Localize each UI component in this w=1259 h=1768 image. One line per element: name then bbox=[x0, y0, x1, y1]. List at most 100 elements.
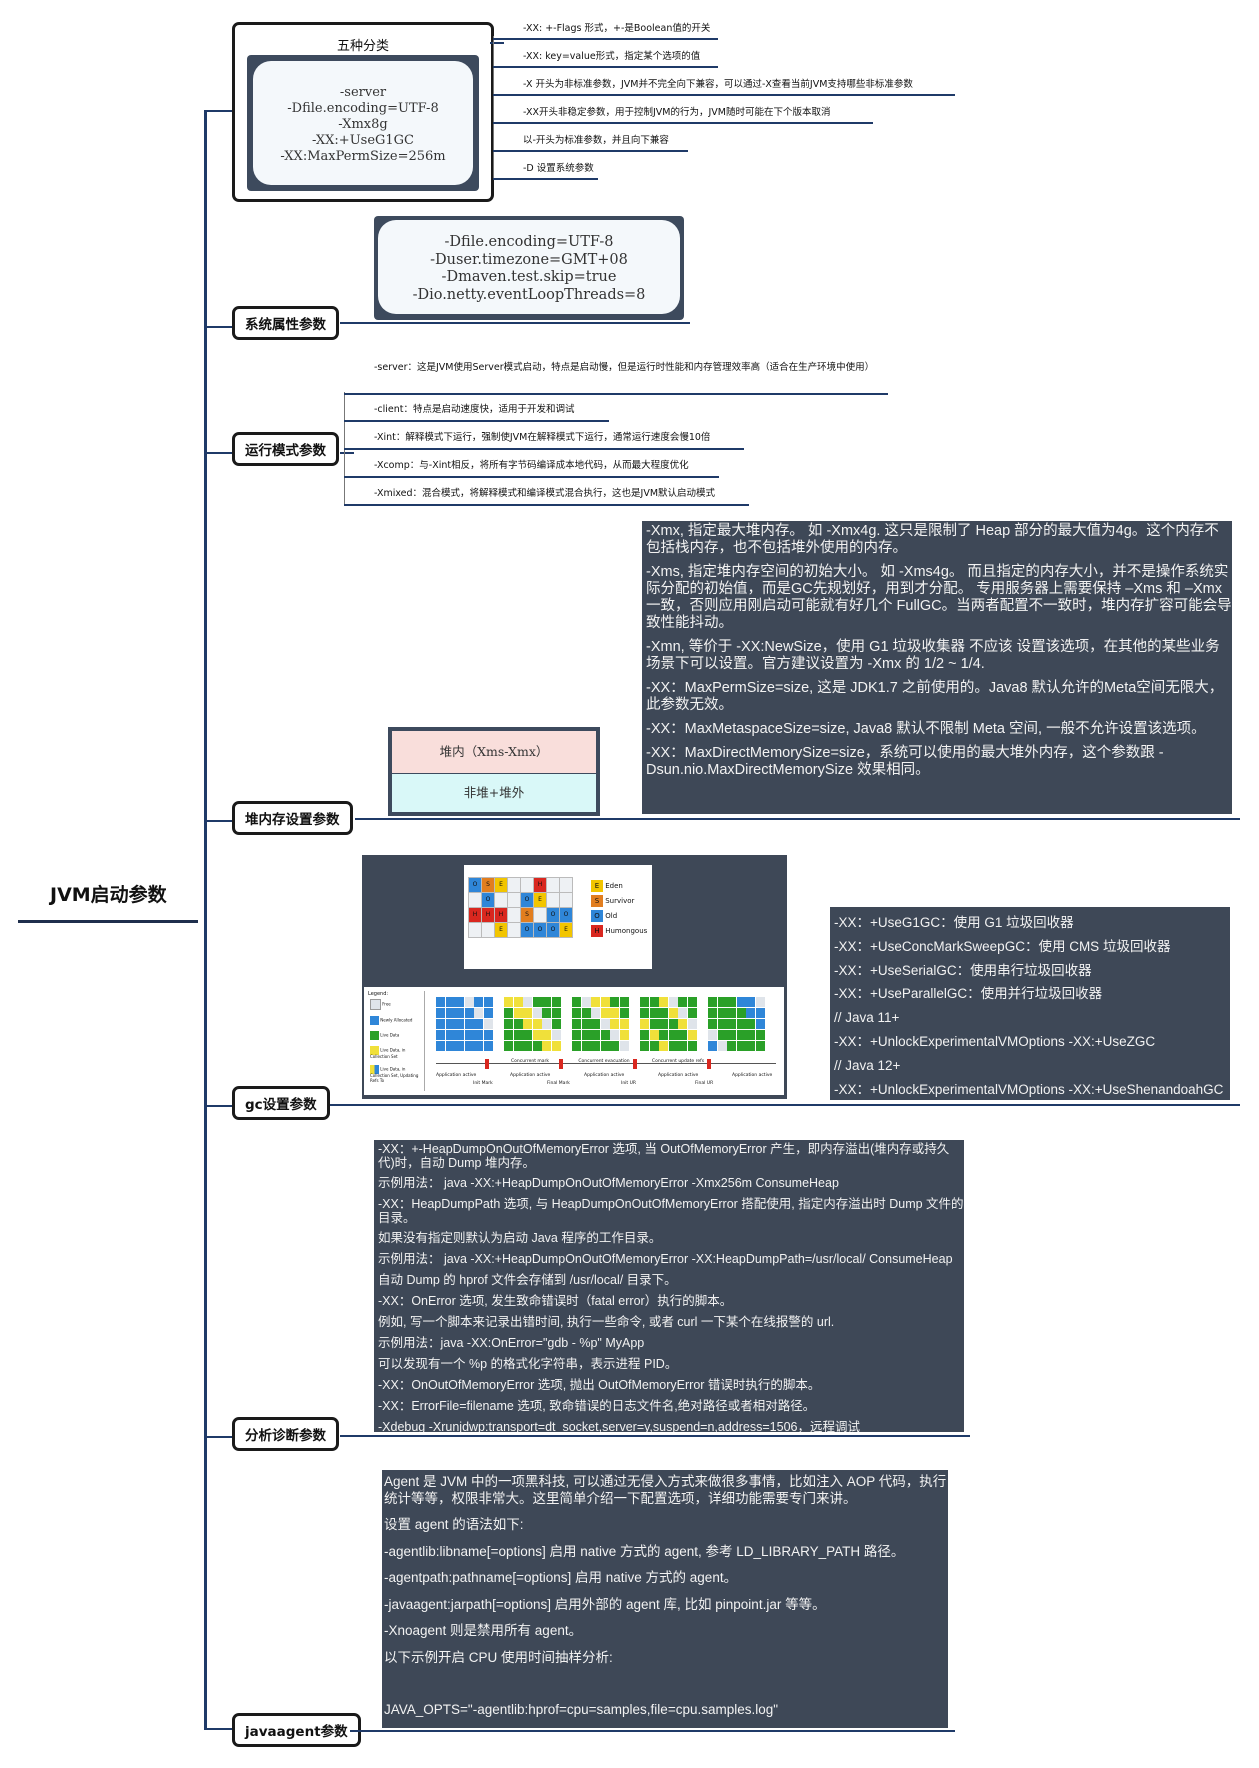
region-cell bbox=[542, 997, 552, 1007]
timeline-label: Application active bbox=[436, 1073, 477, 1078]
region-cell bbox=[610, 997, 620, 1007]
region-cell bbox=[581, 997, 591, 1007]
region-cell bbox=[504, 1008, 513, 1018]
region-cell: H bbox=[533, 877, 547, 893]
underline bbox=[493, 122, 873, 124]
branch-diagnostics[interactable]: 分析诊断参数 bbox=[232, 1417, 339, 1451]
connector-gc bbox=[204, 1105, 234, 1107]
region-cell bbox=[464, 1041, 474, 1051]
region-cell: E bbox=[494, 922, 508, 938]
phase-label: Concurrent evacuation bbox=[578, 1059, 630, 1064]
region-cell bbox=[484, 1041, 493, 1051]
region-cell bbox=[504, 1019, 513, 1029]
region-cell bbox=[600, 997, 610, 1007]
diag-line: -XX：ErrorFile=filename 选项, 致命错误的日志文件名,绝对… bbox=[378, 1399, 816, 1413]
legend-label: Old bbox=[605, 912, 618, 920]
legend-swatch-free bbox=[370, 999, 381, 1010]
region-cell bbox=[717, 1019, 727, 1029]
diag-line: -XX：OnError 选项, 发生致命错误时（fatal error）执行的脚… bbox=[378, 1294, 733, 1308]
region-cell bbox=[640, 1030, 649, 1040]
region-cell bbox=[668, 1030, 678, 1040]
five-item: -XX: +-Flags 形式，+-是Boolean值的开关 bbox=[523, 23, 711, 34]
region-cell bbox=[688, 997, 697, 1007]
underline bbox=[355, 818, 1240, 820]
timeline-label: Application active bbox=[510, 1073, 551, 1078]
region-cell bbox=[756, 1019, 765, 1029]
pause-marker bbox=[707, 1059, 711, 1069]
sys-code-block: -Dfile.encoding=UTF-8 -Duser.timezone=GM… bbox=[378, 220, 680, 314]
region-cell bbox=[736, 997, 746, 1007]
branch-heap[interactable]: 堆内存设置参数 bbox=[232, 801, 353, 835]
region-cell bbox=[649, 997, 659, 1007]
region-cell bbox=[445, 1019, 455, 1029]
region-cell bbox=[464, 1019, 474, 1029]
region-cell: E bbox=[533, 892, 547, 908]
agent-description-panel: Agent 是 JVM 中的一项黑科技, 可以通过无侵入方式来做很多事情，比如注… bbox=[382, 1470, 948, 1728]
region-cell bbox=[455, 997, 465, 1007]
region-cell bbox=[507, 922, 521, 938]
phase-grid bbox=[504, 997, 562, 1053]
region-cell bbox=[520, 877, 534, 893]
region-cell bbox=[474, 1030, 484, 1040]
region-cell bbox=[649, 1041, 659, 1051]
agent-line: -javaagent:jarpath[=options] 启用外部的 agent… bbox=[384, 1596, 826, 1612]
region-cell bbox=[494, 892, 508, 908]
region-cell bbox=[513, 1041, 523, 1051]
region-cell bbox=[572, 997, 581, 1007]
legend-label: Newly Allocated bbox=[380, 1017, 413, 1023]
region-cell bbox=[572, 1008, 581, 1018]
shenandoah-phases: Legend: Free Newly Allocated Live Data L… bbox=[364, 987, 784, 1095]
heap-text: -Xmn, 等价于 -XX:NewSize，使用 G1 垃圾收集器 不应该 设置… bbox=[646, 639, 1220, 672]
region-cell bbox=[523, 1008, 533, 1018]
underline bbox=[340, 1435, 970, 1437]
gc-option: -XX：+UseConcMarkSweepGC：使用 CMS 垃圾回收器 bbox=[834, 938, 1171, 954]
agent-line: 设置 agent 的语法如下: bbox=[384, 1517, 524, 1532]
legend-swatch-new bbox=[370, 1016, 379, 1025]
region-cell: H bbox=[481, 907, 495, 923]
region-cell bbox=[468, 922, 482, 938]
region-cell: O bbox=[559, 907, 573, 923]
region-cell bbox=[533, 907, 547, 923]
timeline-label: Final UR bbox=[695, 1081, 714, 1086]
code-line: -Xmx8g bbox=[338, 117, 388, 133]
region-cell: H bbox=[494, 907, 508, 923]
region-cell bbox=[523, 1019, 533, 1029]
region-cell bbox=[581, 1019, 591, 1029]
code-line: -XX:+UseG1GC bbox=[311, 133, 415, 149]
region-cell bbox=[659, 1008, 669, 1018]
gc-options-panel: -XX：+UseG1GC：使用 G1 垃圾回收器 -XX：+UseConcMar… bbox=[830, 907, 1230, 1100]
legend-swatch-humongous: H bbox=[591, 925, 603, 937]
branch-gc[interactable]: gc设置参数 bbox=[232, 1086, 330, 1120]
five-items-bracket bbox=[493, 36, 494, 179]
legend-swatch-live bbox=[370, 1031, 379, 1040]
connector-diag bbox=[204, 1436, 234, 1438]
branch-five-title: 五种分类 bbox=[336, 39, 389, 54]
heap-text: -Xmx, 指定最大堆内存。 如 -Xmx4g. 这只是限制了 Heap 部分的… bbox=[646, 523, 1219, 556]
underline bbox=[493, 66, 718, 68]
connector-five bbox=[204, 110, 234, 112]
legend-label: Eden bbox=[605, 882, 623, 890]
region-cell bbox=[542, 1019, 552, 1029]
branch-system-properties[interactable]: 系统属性参数 bbox=[232, 306, 339, 340]
region-cell bbox=[513, 1030, 523, 1040]
region-cell bbox=[649, 1019, 659, 1029]
timeline-label: Application active bbox=[584, 1073, 625, 1078]
branch-javaagent[interactable]: javaagent参数 bbox=[232, 1713, 361, 1747]
heap-diagram: 堆内（Xms-Xmx） 非堆+堆外 bbox=[388, 727, 600, 816]
phase-label: Concurrent update refs bbox=[651, 1059, 705, 1064]
five-item: 以-开头为标准参数，并且向下兼容 bbox=[523, 135, 669, 146]
underline bbox=[493, 38, 718, 40]
region-cell: O bbox=[546, 907, 560, 923]
legend-label: Humongous bbox=[605, 927, 648, 935]
phase-divider bbox=[424, 991, 425, 1091]
heap-text: -XX：MaxPermSize=size, 这是 JDK1.7 之前使用的。Ja… bbox=[646, 680, 1224, 713]
gc-option: -XX：+UnlockExperimentalVMOptions -XX:+Us… bbox=[834, 1033, 1156, 1049]
branch-run-mode[interactable]: 运行模式参数 bbox=[232, 432, 339, 466]
region-cell bbox=[542, 1041, 552, 1051]
branch-five-types[interactable]: 五种分类 -server -Dfile.encoding=UTF-8 -Xmx8… bbox=[232, 22, 494, 202]
underline bbox=[350, 1730, 955, 1732]
region-cell bbox=[436, 1008, 445, 1018]
agent-line: -agentlib:libname[=options] 启用 native 方式… bbox=[384, 1543, 905, 1559]
